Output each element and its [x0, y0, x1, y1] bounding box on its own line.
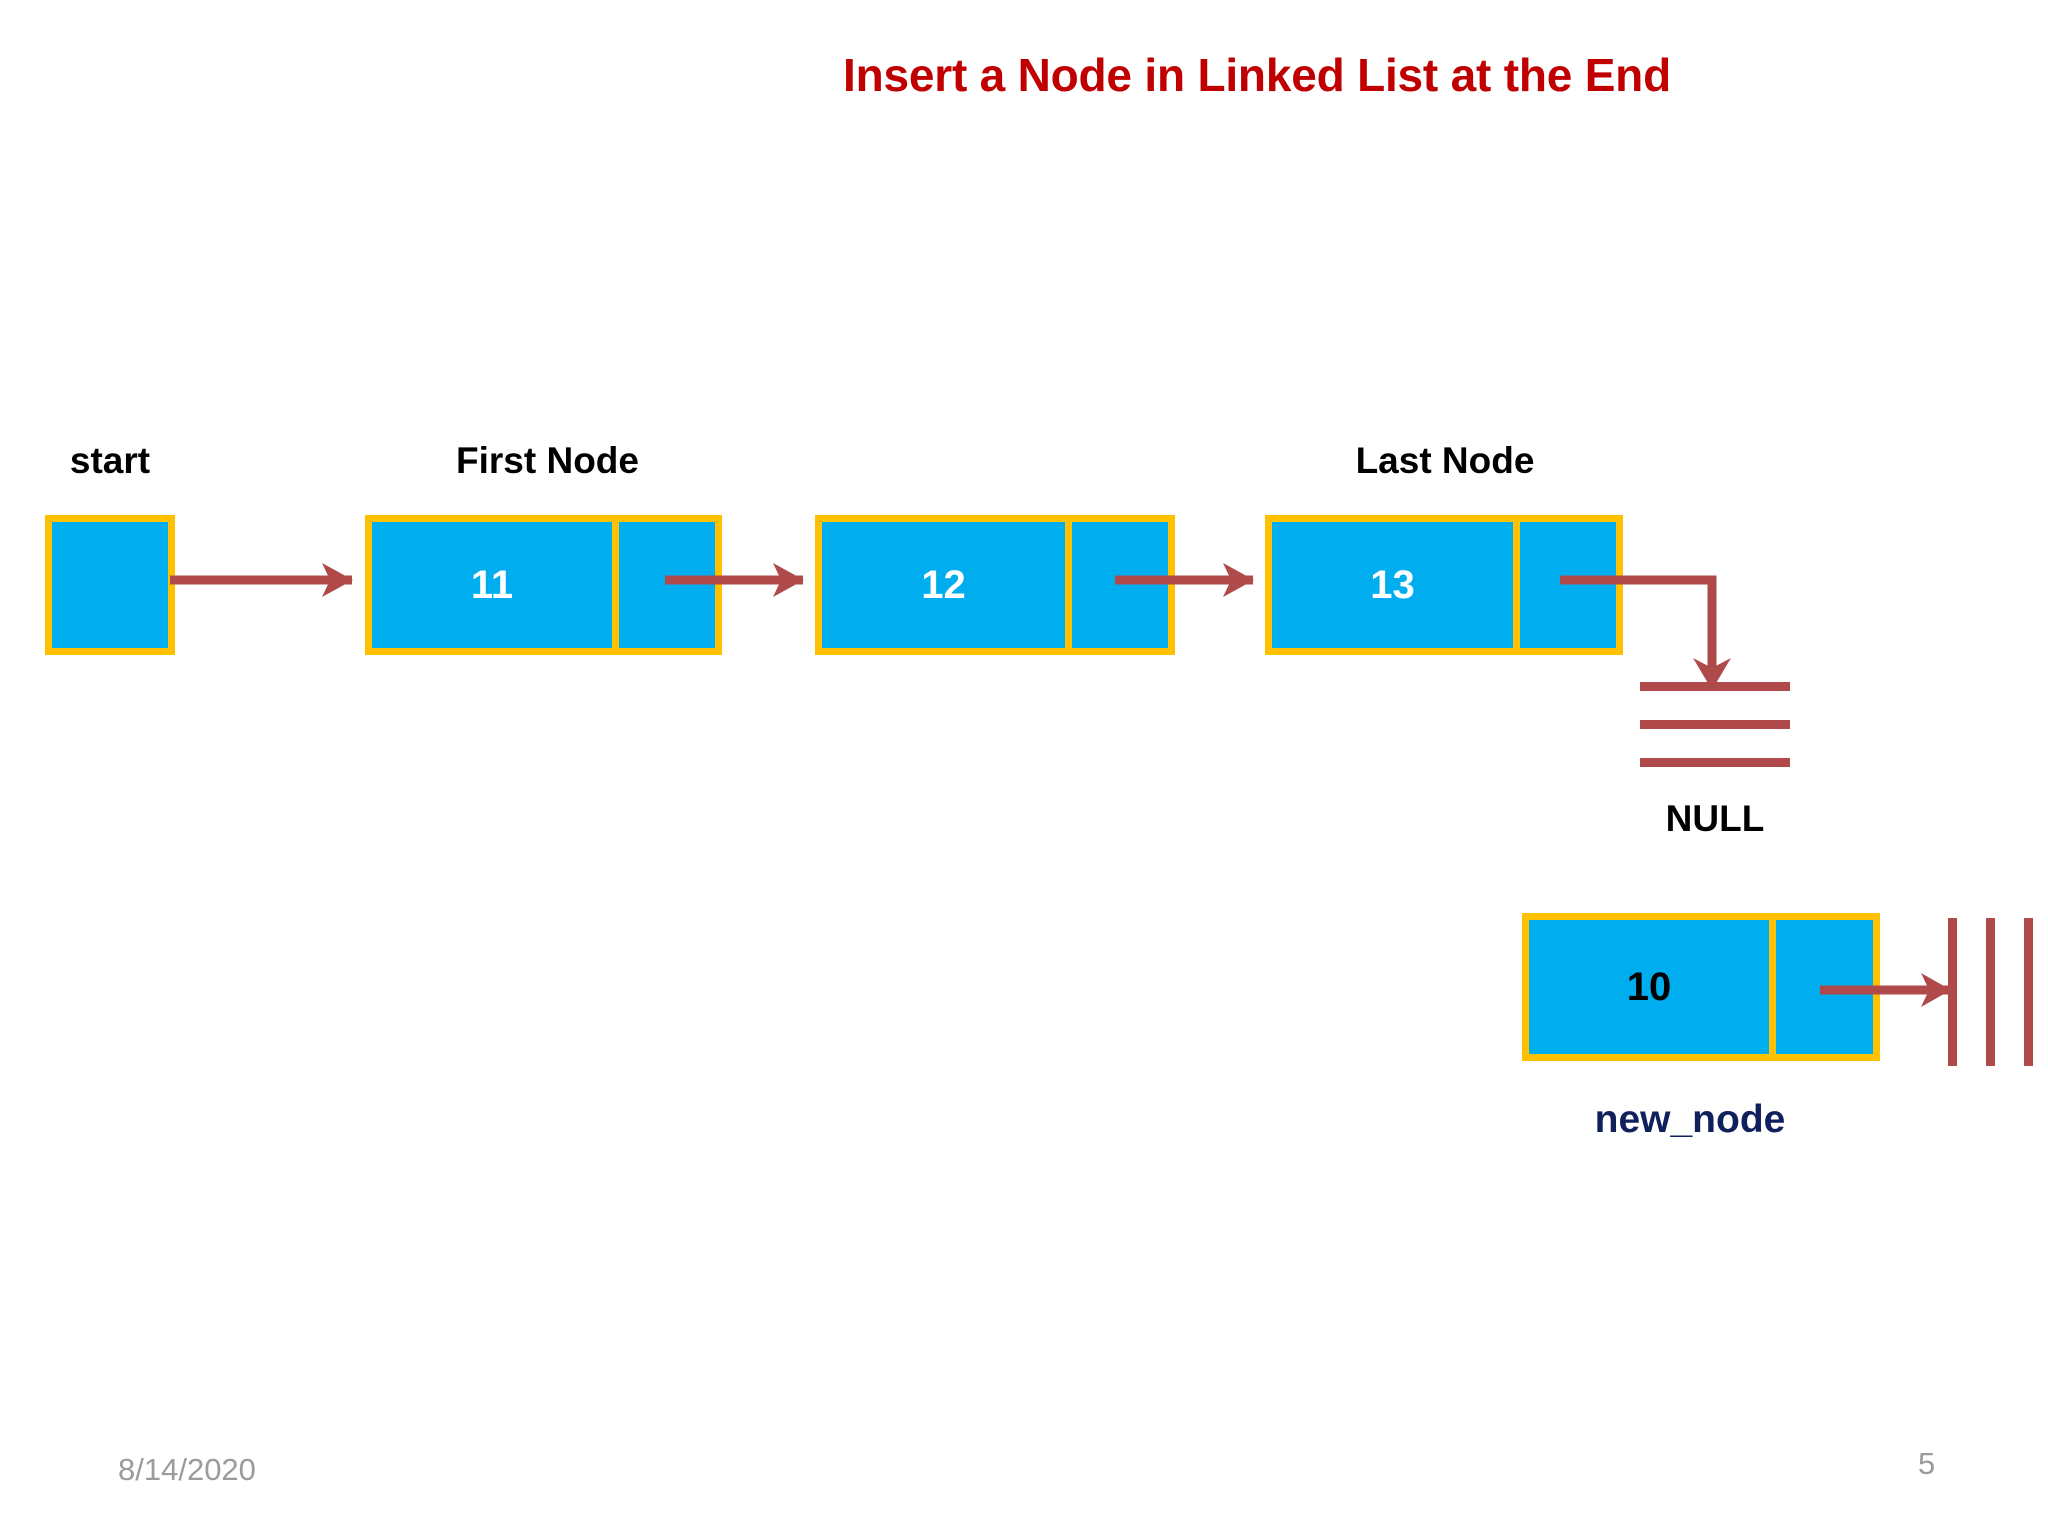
node-value: 12 [822, 522, 1065, 648]
arrow-first-to-second-icon [665, 563, 804, 597]
label-first-node: First Node [456, 440, 639, 481]
ground-bar [2024, 918, 2033, 1066]
node-next-pointer [612, 522, 715, 648]
ground-bar [1640, 758, 1790, 767]
start-pointer-box[interactable] [45, 515, 175, 655]
arrow-new-node-to-null-icon [1820, 973, 1951, 1007]
label-new-node: new_node [1594, 1098, 1786, 1141]
list-node[interactable]: 12 [815, 515, 1175, 655]
arrow-start-to-first-icon [170, 563, 353, 597]
footer-date: 8/14/2020 [118, 1452, 256, 1487]
ground-bar [1948, 918, 1957, 1066]
label-null: NULL [1665, 798, 1765, 839]
new-node-value: 10 [1529, 920, 1769, 1054]
page-title-text: Insert a Node in Linked List at the End [843, 49, 1671, 101]
ground-null-vertical-icon [1948, 918, 2040, 1066]
list-node[interactable]: 11 [365, 515, 722, 655]
page-title: Insert a Node in Linked List at the End [0, 48, 2048, 102]
ground-bar [1640, 720, 1790, 729]
start-pointer-cell [52, 522, 168, 648]
footer-page-number: 5 [1918, 1446, 1936, 1481]
arrow-second-to-third-icon [1115, 563, 1254, 597]
ground-bar [1986, 918, 1995, 1066]
node-value: 11 [372, 522, 612, 648]
node-value: 13 [1272, 522, 1513, 648]
label-last-node: Last Node [1355, 440, 1535, 481]
ground-null-icon [1640, 682, 1790, 772]
ground-bar [1640, 682, 1790, 691]
node-next-pointer [1513, 522, 1616, 648]
arrow-last-node-to-null-icon [1560, 575, 1731, 690]
node-next-pointer [1065, 522, 1168, 648]
list-node[interactable]: 13 [1265, 515, 1623, 655]
label-start: start [69, 440, 151, 481]
